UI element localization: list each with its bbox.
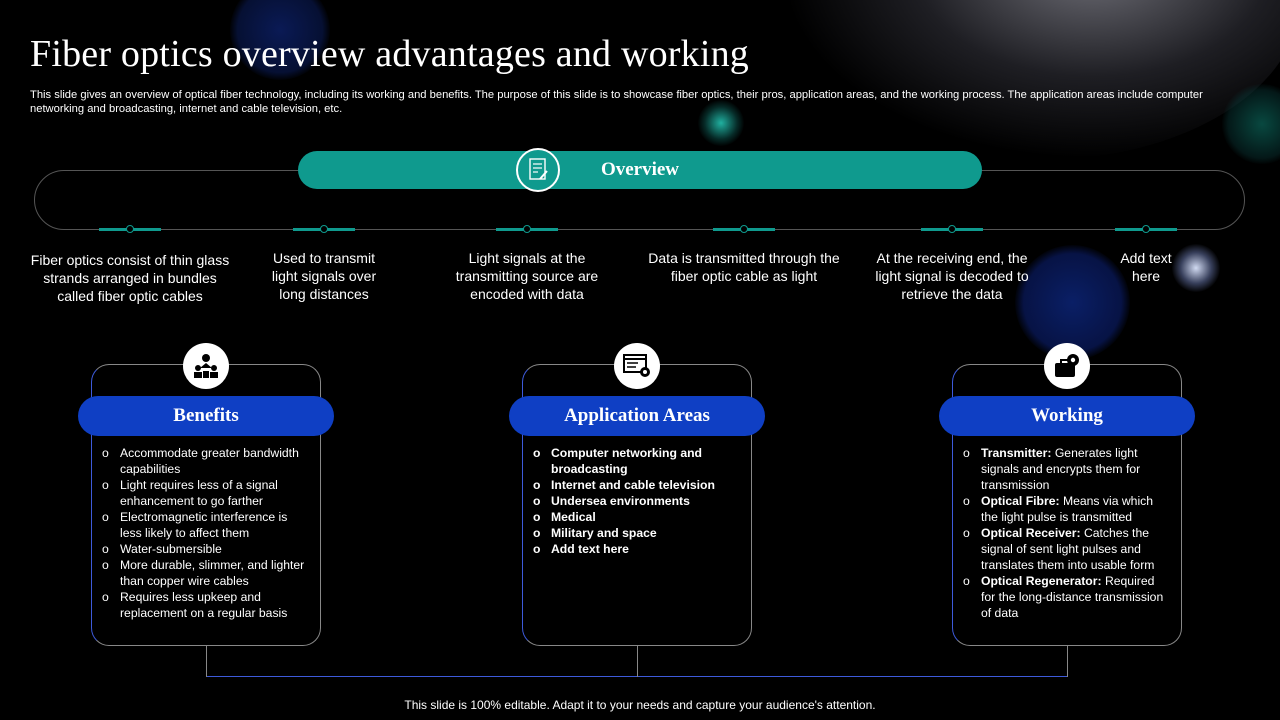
overview-point: At the receiving end, the light signal i… bbox=[852, 225, 1052, 303]
overview-point: Used to transmit light signals over long… bbox=[224, 225, 424, 303]
connector-line bbox=[637, 646, 638, 677]
document-edit-icon bbox=[516, 148, 560, 192]
overview-point-text: Used to transmit light signals over long… bbox=[271, 250, 377, 302]
point-marker bbox=[293, 225, 355, 233]
connector-line bbox=[1067, 646, 1068, 677]
list-item: More durable, slimmer, and lighter than … bbox=[100, 557, 310, 589]
point-marker bbox=[496, 225, 558, 233]
overview-point: Fiber optics consist of thin glass stran… bbox=[30, 225, 230, 305]
overview-point: Data is transmitted through the fiber op… bbox=[644, 225, 844, 285]
overview-point-text: Add text here bbox=[1120, 250, 1172, 284]
list-item: Light requires less of a signal enhancem… bbox=[100, 477, 310, 509]
list-item: Optical Receiver: Catches the signal of … bbox=[961, 525, 1171, 573]
background-glow bbox=[780, 0, 1280, 160]
point-marker bbox=[1115, 225, 1177, 233]
applications-header: Application Areas bbox=[509, 396, 765, 436]
list-item: Computer networking and broadcasting bbox=[531, 445, 741, 477]
list-item: Internet and cable television bbox=[531, 477, 741, 493]
list-item: Electromagnetic interference is less lik… bbox=[100, 509, 310, 541]
list-item: Add text here bbox=[531, 541, 741, 557]
list-item: Transmitter: Generates light signals and… bbox=[961, 445, 1171, 493]
page-title: Fiber optics overview advantages and wor… bbox=[30, 33, 749, 75]
list-item-term: Optical Regenerator: bbox=[981, 574, 1102, 588]
overview-point: Light signals at the transmitting source… bbox=[427, 225, 627, 303]
list-item: Accommodate greater bandwidth capabiliti… bbox=[100, 445, 310, 477]
working-list: Transmitter: Generates light signals and… bbox=[961, 445, 1171, 621]
working-header: Working bbox=[939, 396, 1195, 436]
list-item: Medical bbox=[531, 509, 741, 525]
list-item-term: Optical Fibre: bbox=[981, 494, 1060, 508]
list-item-text: Catches the signal of sent light pulses … bbox=[981, 526, 1155, 572]
briefcase-gear-icon bbox=[1044, 343, 1090, 389]
page-subtitle: This slide gives an overview of optical … bbox=[30, 89, 1203, 115]
list-item: Optical Regenerator: Required for the lo… bbox=[961, 573, 1171, 621]
point-marker bbox=[713, 225, 775, 233]
overview-point-text: Light signals at the transmitting source… bbox=[455, 250, 599, 302]
list-item-text: Generates light signals and encrypts the… bbox=[981, 446, 1141, 492]
benefits-header: Benefits bbox=[78, 396, 334, 436]
list-item: Undersea environments bbox=[531, 493, 741, 509]
overview-banner bbox=[298, 151, 982, 189]
point-marker bbox=[99, 225, 161, 233]
overview-point-text: Data is transmitted through the fiber op… bbox=[648, 250, 840, 284]
benefits-list: Accommodate greater bandwidth capabiliti… bbox=[100, 445, 310, 621]
overview-point-text: Fiber optics consist of thin glass stran… bbox=[30, 252, 230, 304]
browser-settings-icon bbox=[614, 343, 660, 389]
overview-point-text: At the receiving end, the light signal i… bbox=[875, 250, 1029, 302]
list-item-term: Optical Receiver: bbox=[981, 526, 1081, 540]
team-users-icon bbox=[183, 343, 229, 389]
overview-point: Add text here bbox=[1046, 225, 1246, 285]
connector-line bbox=[206, 646, 207, 677]
list-item: Optical Fibre: Means via which the light… bbox=[961, 493, 1171, 525]
list-item: Military and space bbox=[531, 525, 741, 541]
list-item-term: Transmitter: bbox=[981, 446, 1052, 460]
list-item-text: Means via which the light pulse is trans… bbox=[981, 494, 1154, 524]
overview-label: Overview bbox=[600, 159, 680, 180]
applications-list: Computer networking and broadcasting Int… bbox=[531, 445, 741, 557]
point-marker bbox=[921, 225, 983, 233]
list-item: Water-submersible bbox=[100, 541, 310, 557]
list-item: Requires less upkeep and replacement on … bbox=[100, 589, 310, 621]
footer-note: This slide is 100% editable. Adapt it to… bbox=[404, 698, 876, 712]
list-item-text: Required for the long-distance transmiss… bbox=[981, 574, 1164, 620]
